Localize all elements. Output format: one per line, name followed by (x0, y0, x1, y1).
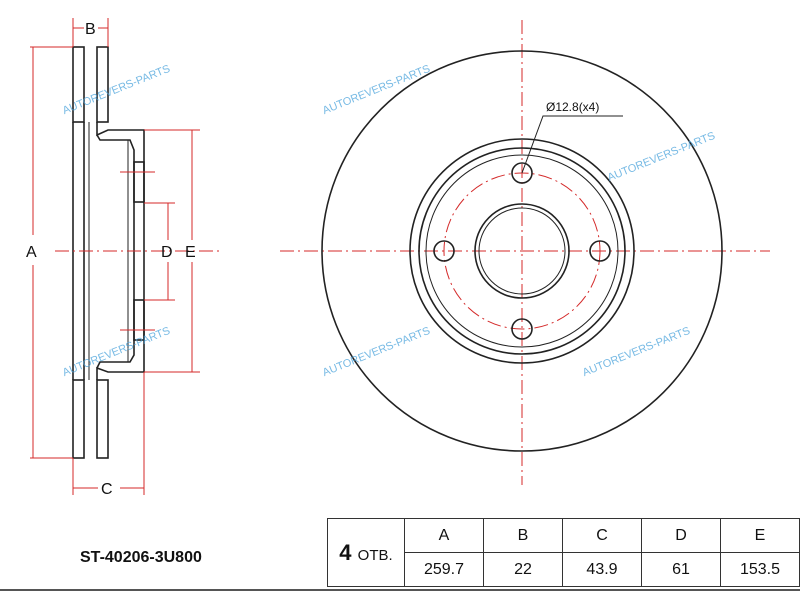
watermark: AUTOREVERS-PARTS (61, 63, 172, 117)
col-header-e: E (720, 518, 800, 553)
value-c: 43.9 (562, 552, 642, 587)
part-number: ST-40206-3U800 (80, 549, 202, 566)
dim-label-c: C (101, 481, 113, 498)
dim-label-d: D (161, 244, 173, 261)
value-a: 259.7 (404, 552, 484, 587)
watermark: AUTOREVERS-PARTS (61, 325, 172, 379)
watermark: AUTOREVERS-PARTS (606, 130, 717, 184)
dim-label-e: E (185, 244, 196, 261)
dim-label-b: B (85, 21, 96, 38)
dim-label-a: A (26, 244, 37, 261)
col-header-b: B (483, 518, 563, 553)
holes-count: 4 OTB. (327, 518, 405, 587)
col-header-a: A (404, 518, 484, 553)
dimensions-table: 4 OTB. A B C D E 259.7 22 43.9 61 153.5 (327, 518, 800, 587)
hole-callout: Ø12.8(x4) (546, 100, 599, 114)
bolt-holes (433, 162, 611, 340)
dimension-lines (30, 18, 220, 495)
value-d: 61 (641, 552, 721, 587)
value-e: 153.5 (720, 552, 800, 587)
value-b: 22 (483, 552, 563, 587)
watermarks: AUTOREVERS-PARTS AUTOREVERS-PARTS AUTORE… (61, 63, 717, 379)
col-header-d: D (641, 518, 721, 553)
front-view (280, 20, 770, 485)
watermark: AUTOREVERS-PARTS (321, 325, 432, 379)
side-view (72, 46, 145, 459)
col-header-c: C (562, 518, 642, 553)
watermark: AUTOREVERS-PARTS (321, 63, 432, 117)
